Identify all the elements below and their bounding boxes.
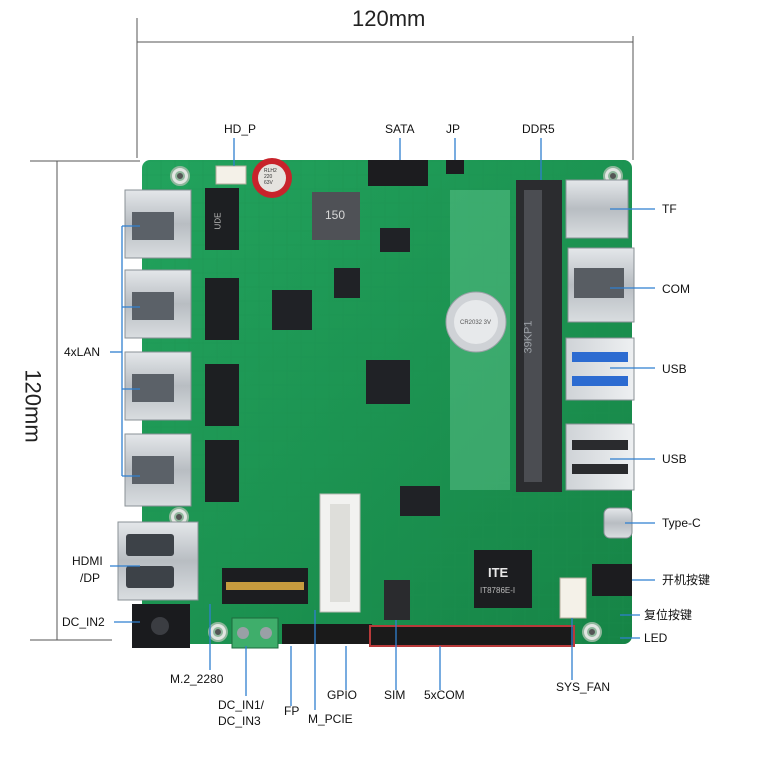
lan-label: 4xLAN	[64, 345, 101, 359]
inductor-marking: 150	[325, 208, 346, 222]
sys-fan-label: SYS_FAN	[556, 680, 611, 694]
dc-in2-jack	[132, 604, 190, 648]
power-button-label: 开机按键	[662, 573, 711, 587]
dc-in3-label: DC_IN3	[218, 714, 261, 728]
ite-code-marking: IT8786E-I	[480, 586, 516, 595]
usb-port-bottom	[565, 423, 635, 491]
misc-chips	[272, 228, 440, 516]
dp-label: /DP	[80, 571, 101, 585]
fp-gpio-header	[282, 624, 372, 644]
dimension-lines	[30, 18, 634, 641]
ite-brand-marking: ITE	[488, 565, 509, 580]
tf-label: TF	[662, 202, 677, 216]
hd-p-connector	[215, 165, 247, 185]
capacitor	[252, 158, 292, 198]
jp-jumper	[446, 160, 464, 174]
sata-connector	[368, 160, 428, 186]
usb-port-top	[565, 337, 635, 401]
usb-bottom-label: USB	[662, 452, 687, 466]
com-header	[369, 625, 575, 647]
com-port	[567, 247, 635, 323]
sim-label: SIM	[384, 688, 406, 702]
lan-ports	[124, 189, 192, 507]
lan-port	[124, 351, 192, 421]
lan-chip-marking: UDE	[213, 212, 223, 230]
usb-top-label: USB	[662, 362, 687, 376]
led-label: LED	[644, 631, 668, 645]
width-dimension-label: 120mm	[352, 6, 426, 31]
battery-marking: CR2032 3V	[460, 320, 492, 326]
inductor	[312, 192, 360, 240]
m-pcie-slot	[319, 493, 361, 613]
sata-label: SATA	[385, 122, 415, 136]
m2-label: M.2_2280	[170, 672, 224, 686]
capacitor-marking: RLH2 220 63V	[264, 168, 277, 186]
com5-label: 5xCOM	[424, 688, 465, 702]
com-label: COM	[662, 282, 690, 296]
gpio-label: GPIO	[327, 688, 358, 702]
hdmi-dp-ports	[117, 521, 199, 601]
dc-in1-label: DC_IN1/	[218, 698, 265, 712]
power-button	[592, 564, 632, 596]
ddr5-slot	[516, 180, 562, 492]
lan-port	[124, 189, 192, 259]
sim-slot	[384, 580, 410, 620]
dc-in1-terminal	[231, 617, 279, 649]
jp-label: JP	[446, 122, 461, 136]
reset-button-label: 复位按键	[644, 608, 693, 622]
ite-chip	[474, 550, 532, 608]
sys-fan-connector	[559, 577, 587, 619]
m-pcie-label: M_PCIE	[308, 712, 353, 726]
height-dimension-label: 120mm	[20, 369, 46, 443]
lan-port	[124, 269, 192, 339]
dimm-code-marking: 39KP1	[522, 320, 535, 354]
lan-chips	[205, 188, 239, 502]
hdmi-label: HDMI	[72, 554, 103, 568]
type-c-label: Type-C	[662, 516, 701, 530]
ddr5-label: DDR5	[522, 122, 555, 136]
lan-port	[124, 433, 192, 507]
cmos-battery	[445, 291, 507, 353]
hd-p-label: HD_P	[224, 122, 257, 136]
leader-lines	[110, 138, 655, 710]
fp-label: FP	[284, 704, 300, 718]
m2-slot	[222, 568, 308, 604]
dc-in2-label: DC_IN2	[62, 615, 105, 629]
